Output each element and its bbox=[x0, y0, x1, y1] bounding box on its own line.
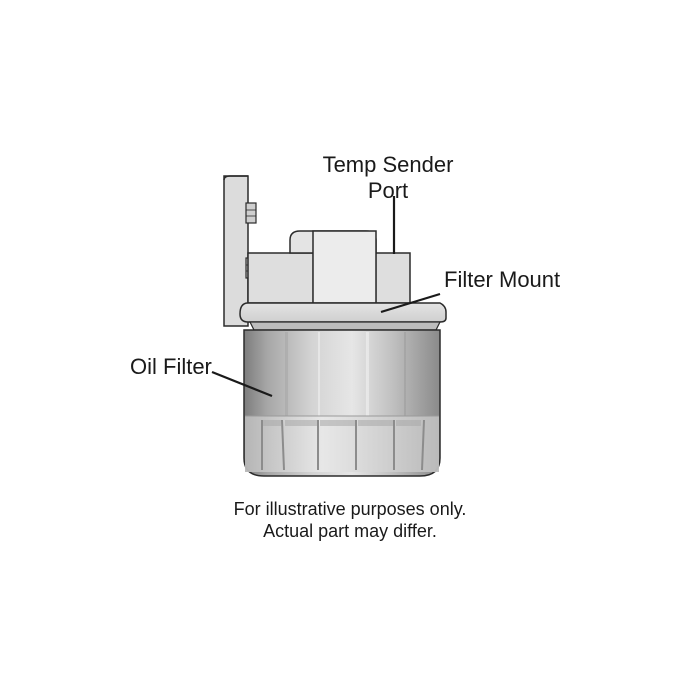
disclaimer-line2: Actual part may differ. bbox=[263, 521, 437, 541]
disclaimer-line1: For illustrative purposes only. bbox=[233, 499, 467, 519]
temp-sender-label-line1: Temp Sender bbox=[322, 152, 454, 177]
oil-filter-canister bbox=[243, 329, 441, 477]
bracket-bolt-upper bbox=[245, 202, 257, 224]
leader-lines bbox=[211, 196, 441, 398]
temp-sender-port-label: Temp Sender Port bbox=[310, 152, 466, 204]
filter-grip-ridges bbox=[261, 419, 425, 471]
temp-sender-port bbox=[289, 230, 377, 304]
filter-grip-shading bbox=[263, 420, 421, 426]
oil-filter-label: Oil Filter bbox=[130, 354, 212, 379]
leader-line-oil-filter bbox=[211, 370, 273, 398]
filter-mount-plate bbox=[239, 302, 447, 331]
filter-mount-label: Filter Mount bbox=[444, 267, 561, 292]
mounting-bracket bbox=[223, 175, 249, 327]
leader-line-filter-mount bbox=[380, 292, 441, 314]
disclaimer-text: For illustrative purposes only. Actual p… bbox=[150, 498, 550, 542]
temp-sender-label-line2: Port bbox=[367, 178, 409, 203]
